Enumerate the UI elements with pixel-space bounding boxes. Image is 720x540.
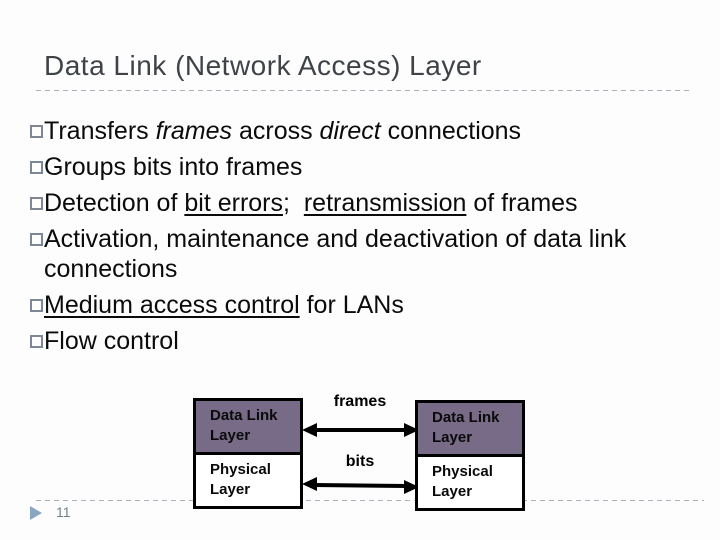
bullet-text: Activation, maintenance and deactivation… [44,225,634,283]
footer-divider [36,500,704,501]
bits-arrow-label: bits [345,453,375,470]
diagram-arrows [302,423,419,494]
right-data-link-layer-box: Data Link Layer [418,403,522,457]
left-protocol-stack: Data Link Layer Physical Layer [193,398,303,509]
bullet-square-icon [30,197,43,210]
bullet-item: Transfers frames across direct connectio… [30,116,670,146]
bullet-square-icon [30,161,43,174]
bullet-square-icon [30,335,43,348]
bullet-list: Transfers frames across direct connectio… [30,116,670,362]
bullet-item: Detection of bit errors; retransmission … [30,188,670,218]
page-number: 11 [56,504,71,520]
frames-arrow-label: frames [333,393,387,410]
bullet-text: Medium access control for LANs [44,291,404,319]
bullet-text: Transfers frames across direct connectio… [44,117,522,145]
slide-title: Data Link (Network Access) Layer [44,50,482,81]
frames-arrow [302,423,419,437]
bullet-square-icon [30,299,43,312]
right-protocol-stack: Data Link Layer Physical Layer [415,400,525,511]
bullet-text: Detection of bit errors; retransmission … [44,189,578,217]
bits-arrow [302,477,419,494]
bullet-text: Groups bits into frames [44,153,303,181]
right-physical-layer-box: Physical Layer [432,463,493,500]
title-divider [36,90,690,91]
bullet-item: Groups bits into frames [30,152,670,182]
bullet-square-icon [30,125,43,138]
bullet-text: Flow control [44,327,179,355]
bullet-item: Activation, maintenance and deactivation… [30,224,670,284]
bullet-item: Medium access control for LANs [30,290,670,320]
left-data-link-layer-box: Data Link Layer [196,401,300,455]
bullet-square-icon [30,233,43,246]
bullet-item: Flow control [30,326,670,356]
left-physical-layer-box: Physical Layer [210,461,271,498]
footer-arrow-icon [30,506,42,520]
